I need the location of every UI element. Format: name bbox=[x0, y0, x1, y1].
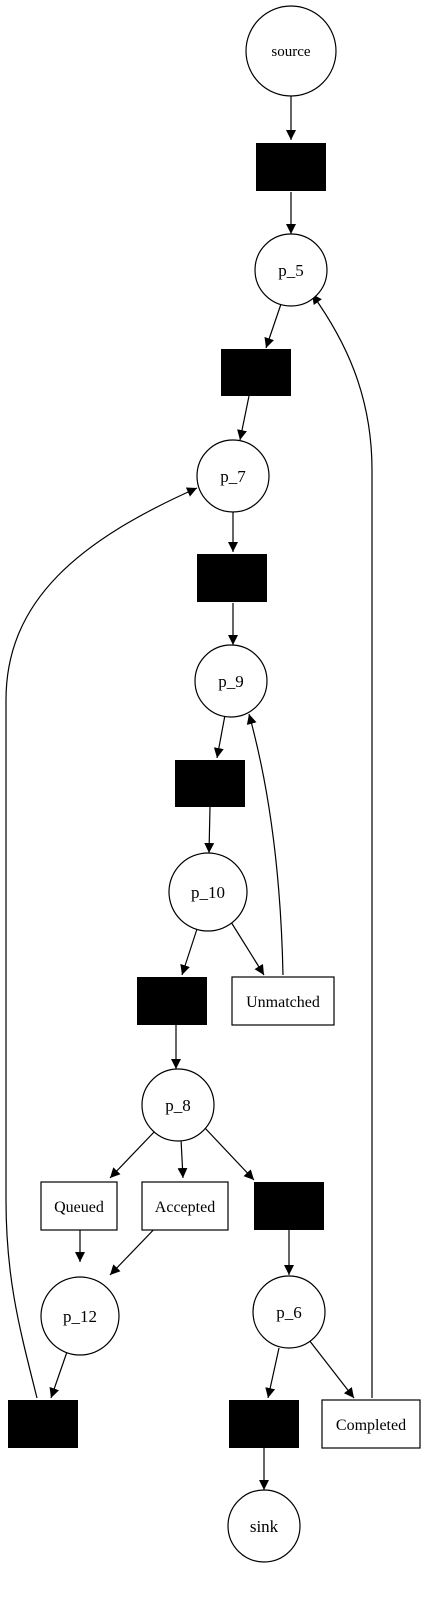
arc-t4-p_10 bbox=[204, 806, 215, 854]
silent-transition bbox=[197, 554, 267, 602]
place-p_8: p_8 bbox=[141, 1068, 215, 1142]
arc-p_8-t6 bbox=[203, 1126, 255, 1181]
silent-transition bbox=[221, 349, 291, 396]
place-label: p_8 bbox=[165, 1096, 191, 1115]
arc-p_10-unmatched bbox=[230, 921, 265, 976]
transition-label: Queued bbox=[54, 1199, 104, 1216]
place-label: p_10 bbox=[191, 883, 225, 902]
place-label: p_5 bbox=[278, 261, 304, 280]
transition-unmatched: Unmatched bbox=[231, 976, 335, 1026]
transition-label: Completed bbox=[336, 1417, 406, 1434]
place-p_10: p_10 bbox=[168, 852, 248, 932]
silent-transition bbox=[8, 1400, 78, 1448]
silent-transition bbox=[137, 977, 207, 1025]
place-p_12: p_12 bbox=[40, 1276, 120, 1356]
arc-completed-p_5 bbox=[311, 293, 373, 1398]
silent-transition bbox=[229, 1400, 299, 1448]
arc-p_6-t8 bbox=[265, 1347, 280, 1399]
place-label: p_9 bbox=[218, 672, 244, 691]
place-source: source bbox=[245, 5, 337, 97]
arc-p_6-completed bbox=[308, 1339, 355, 1399]
transition-label: Accepted bbox=[155, 1199, 215, 1216]
arc-p_12-t7 bbox=[49, 1348, 69, 1399]
silent-transition bbox=[256, 143, 326, 191]
place-p_9: p_9 bbox=[194, 644, 268, 718]
transition-queued: Queued bbox=[40, 1181, 118, 1231]
arc-t2-p_7 bbox=[237, 395, 250, 441]
arc-p_8-queued bbox=[109, 1129, 157, 1179]
transition-completed: Completed bbox=[321, 1399, 421, 1449]
place-label: p_12 bbox=[63, 1307, 97, 1326]
place-p_6: p_6 bbox=[252, 1275, 326, 1349]
transition-accepted: Accepted bbox=[141, 1181, 229, 1231]
place-p_5: p_5 bbox=[254, 233, 328, 307]
place-p_7: p_7 bbox=[196, 439, 270, 513]
arc-p_9-t4 bbox=[213, 714, 226, 759]
arc-p_5-t2 bbox=[264, 303, 282, 349]
arc-t7-p_7 bbox=[5, 487, 198, 1399]
silent-transition bbox=[175, 760, 245, 807]
arc-p_10-t5 bbox=[180, 928, 198, 976]
place-label: sink bbox=[250, 1517, 279, 1536]
place-label: source bbox=[271, 44, 310, 60]
place-sink: sink bbox=[227, 1489, 301, 1563]
arc-p_8-accepted bbox=[177, 1138, 188, 1179]
place-label: p_7 bbox=[220, 467, 246, 486]
arc-unmatched-p_9 bbox=[246, 713, 284, 976]
silent-transition bbox=[254, 1182, 324, 1230]
transition-label: Unmatched bbox=[246, 994, 320, 1011]
place-label: p_6 bbox=[276, 1303, 302, 1322]
